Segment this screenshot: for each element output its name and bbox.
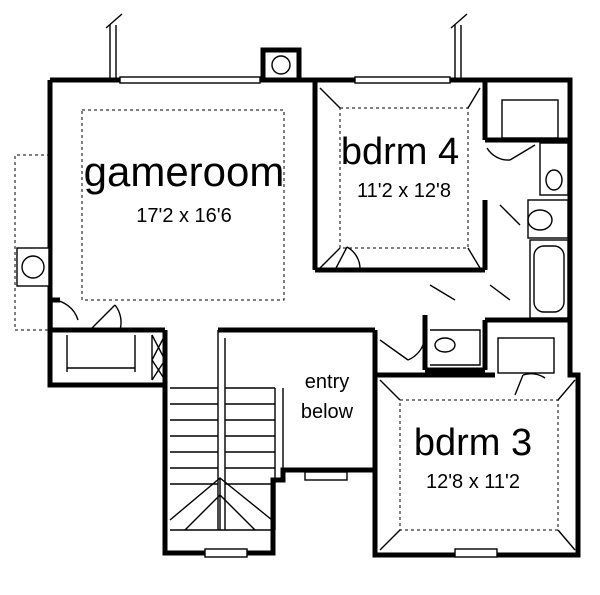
fireplace-flue <box>260 47 302 83</box>
bdrm4-label: bdrm 4 <box>341 131 459 173</box>
entry-label-line1: entry <box>305 371 349 393</box>
gameroom-label: gameroom <box>84 148 285 195</box>
gameroom-size: 17'2 x 16'6 <box>136 205 232 227</box>
bdrm3-area <box>375 337 576 551</box>
bdrm3-size: 12'8 x 11'2 <box>426 471 520 493</box>
gameroom-area <box>50 109 285 333</box>
bdrm3-label: bdrm 3 <box>414 422 532 464</box>
gameroom-closet <box>66 334 166 381</box>
entry-label-line2: below <box>301 401 354 423</box>
side-balcony <box>14 154 50 331</box>
hall-bath <box>379 284 511 373</box>
bdrm4-area <box>312 80 485 273</box>
entry-area <box>282 327 378 470</box>
windows <box>119 76 498 558</box>
bath-area <box>482 80 570 323</box>
bdrm4-size: 11'2 x 12'8 <box>357 180 451 202</box>
stairs <box>162 327 315 531</box>
vent-posts <box>105 13 468 80</box>
